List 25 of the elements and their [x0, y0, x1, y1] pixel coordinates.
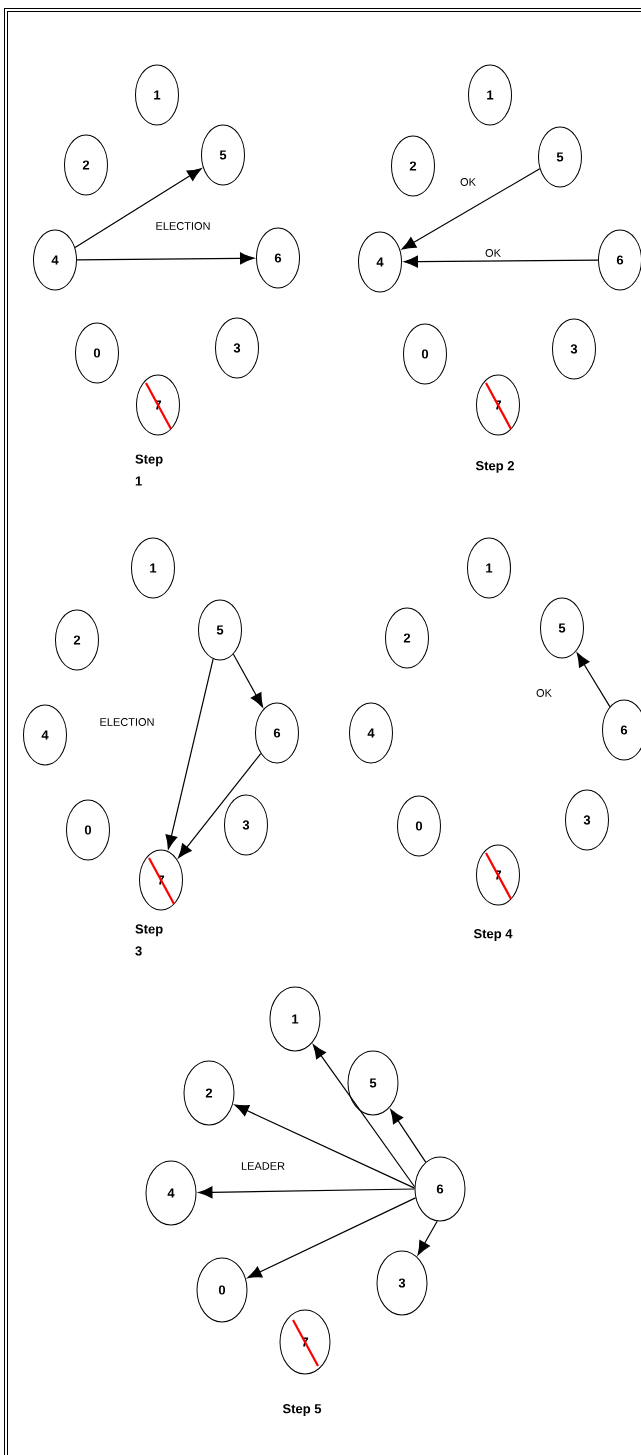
- arrow: [403, 255, 599, 268]
- step-caption: Step 2: [475, 461, 514, 473]
- step-caption: Step 1: [135, 454, 163, 486]
- step-caption: Step 3: [135, 924, 163, 956]
- edge-label: LEADER: [240, 1161, 286, 1171]
- edge-label: OK: [459, 177, 477, 187]
- arrow: [312, 1044, 416, 1188]
- message-label: ELECTION: [100, 718, 154, 726]
- arrow: [390, 1109, 427, 1163]
- arrow: [178, 752, 262, 859]
- arrow: [74, 168, 202, 249]
- arrow: [198, 1186, 416, 1199]
- edge-label: OK: [484, 248, 502, 258]
- arrow: [234, 1104, 416, 1189]
- arrow: [247, 1197, 417, 1279]
- arrow: [165, 658, 214, 850]
- arrow: [576, 652, 611, 708]
- edge-label: OK: [535, 688, 553, 698]
- arrow: [417, 1220, 438, 1256]
- arrow: [401, 168, 541, 250]
- edge-label: ELECTION: [154, 221, 212, 231]
- arrow: [76, 252, 255, 265]
- arrow: [232, 653, 264, 708]
- step-caption: Step 5: [282, 1404, 322, 1416]
- step-caption: Step 4: [473, 929, 513, 941]
